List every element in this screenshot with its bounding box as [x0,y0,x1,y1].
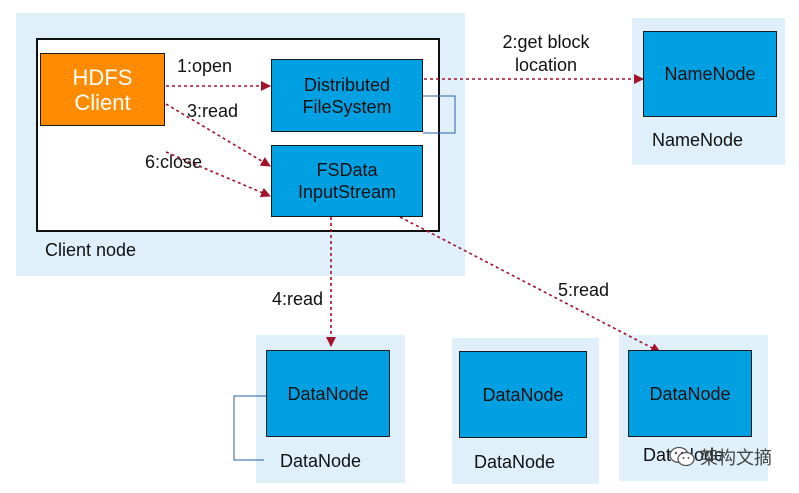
hdfs-client-box: HDFS Client [40,53,165,126]
datanode-box-label-2: DataNode [482,384,564,405]
client-node-zone-label: Client node [45,240,137,260]
datanode-zone-label-2: DataNode [474,452,556,472]
arrow-read-5 [399,216,661,353]
distributed-filesystem-box: Distributed FileSystem [271,59,423,132]
step-read-3-label: 3:read [187,101,239,121]
datanode-zone-label-1: DataNode [280,451,362,471]
datanode-box-1: DataNode [266,350,390,437]
arrow-read-3 [165,103,271,167]
datanode-box-label-1: DataNode [287,383,369,404]
namenode-box-label: NameNode [664,64,756,84]
wechat-logo-icon [669,446,695,467]
arrow-close [165,151,271,198]
datanode-box-label-3: DataNode [649,383,731,404]
hdfs-client-label: HDFS Client [72,64,133,115]
step-read-4-label: 4:read [272,289,324,309]
watermark: 架构文摘 [668,444,772,470]
step-get-block-location-label: 2:get block location [502,32,590,75]
datanode-box-3: DataNode [628,350,752,437]
filesystem-loop-line [423,95,456,134]
fsdata-inputstream-box: FSData InputStream [271,145,423,217]
step-read-5-label: 5:read [558,280,610,300]
datanode-loop-line [233,395,266,461]
datanode-box-2: DataNode [459,351,587,438]
namenode-box: NameNode [643,31,777,117]
step-open-label: 1:open [177,56,233,76]
fsdata-inputstream-label: FSData InputStream [297,160,397,202]
watermark-text: 架构文摘 [700,448,772,469]
namenode-zone-label: NameNode [652,130,744,150]
distributed-filesystem-label: Distributed FileSystem [302,74,392,117]
step-close-label: 6:close [145,152,203,172]
